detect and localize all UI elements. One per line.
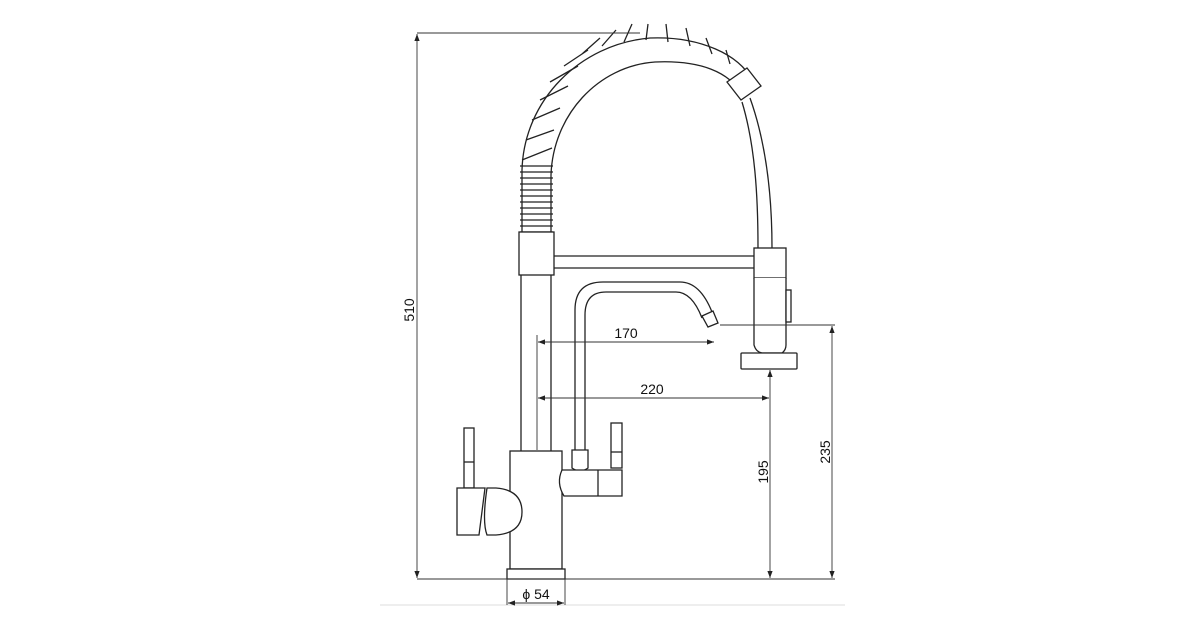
dimension-filter-reach: 170 <box>536 325 714 450</box>
sprayer-head <box>740 247 798 370</box>
right-lever-handle <box>558 422 623 497</box>
faucet-base <box>506 568 566 580</box>
left-lever-handle <box>456 427 523 536</box>
filter-spout <box>574 281 719 451</box>
spray-face <box>740 352 798 370</box>
dimension-outlet-height: 235 <box>720 324 835 578</box>
main-column <box>518 231 555 451</box>
dimension-label-235: 235 <box>817 440 833 464</box>
dimension-base-diameter: ϕ 54 <box>506 579 566 606</box>
spring-hose <box>520 23 773 249</box>
dimension-label-510: 510 <box>401 298 417 322</box>
sprayer-button <box>785 289 792 323</box>
dimension-label-170: 170 <box>614 325 638 341</box>
dimension-sprayer-clearance: 195 <box>755 370 773 578</box>
dimension-label-phi54: ϕ 54 <box>522 586 550 602</box>
dimension-total-height: 510 <box>401 32 640 578</box>
dimension-label-195: 195 <box>755 460 771 484</box>
hose-magnet-collar <box>726 67 762 101</box>
dimension-label-220: 220 <box>640 381 664 397</box>
dimension-sprayer-reach: 220 <box>538 381 769 401</box>
support-bar <box>554 255 754 269</box>
filter-spout-tip <box>701 310 719 328</box>
